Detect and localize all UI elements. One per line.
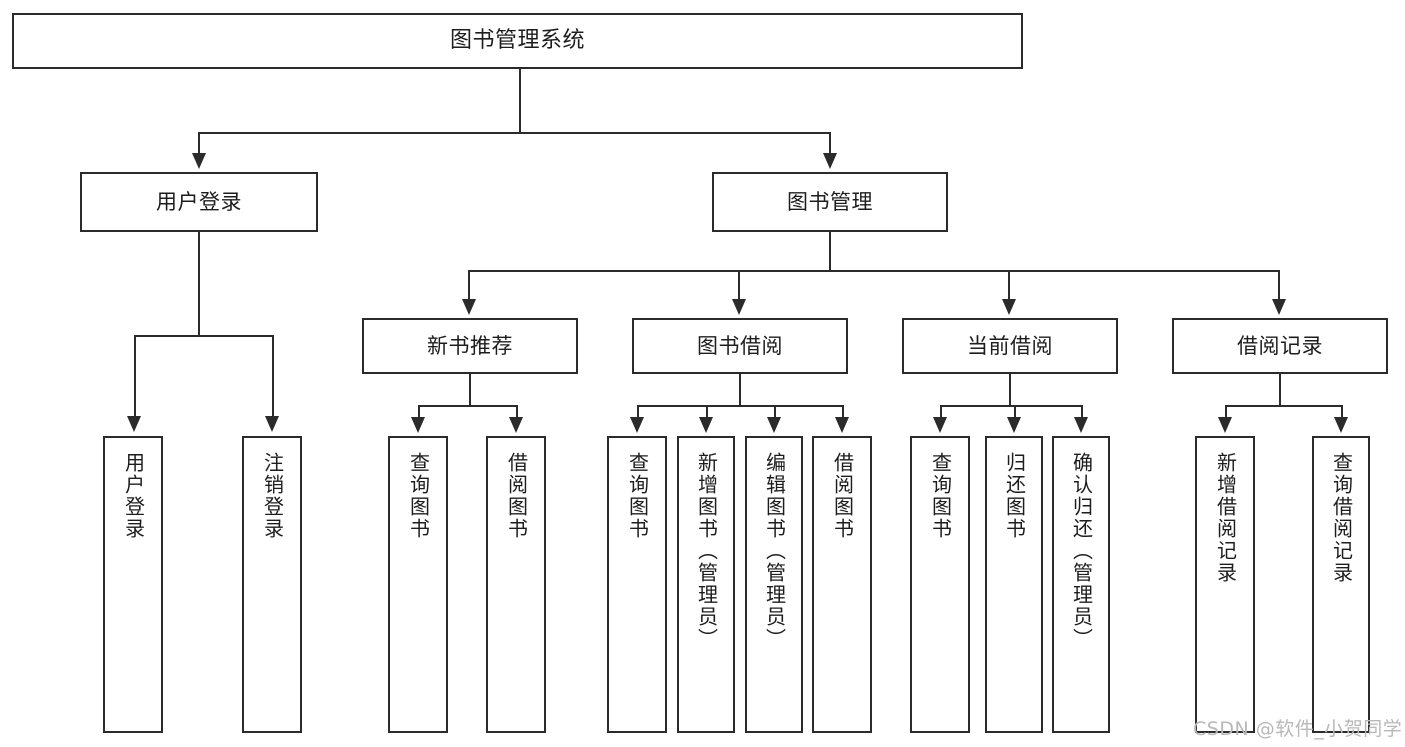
arrow-book-borrow-to-leaf4 bbox=[835, 417, 849, 433]
arrow-book-manage-to-current bbox=[1002, 299, 1016, 315]
connector-current-borrow-stem bbox=[1009, 374, 1011, 406]
connector-new-book-to-leaf1 bbox=[418, 405, 420, 418]
leaf-label: 新增图书（管理员） bbox=[694, 452, 719, 650]
connector-user-login-to-leaf1 bbox=[134, 335, 136, 417]
arrow-book-manage-to-record bbox=[1272, 299, 1286, 315]
leaf-label: 归还图书 bbox=[1002, 452, 1027, 540]
leaf-user-login[interactable]: 用户登录 bbox=[103, 436, 163, 733]
connector-current-borrow-to-leaf2 bbox=[1014, 405, 1016, 418]
leaf-borrow-book-recommend[interactable]: 借阅图书 bbox=[486, 436, 546, 733]
leaf-confirm-return-admin[interactable]: 确认归还（管理员） bbox=[1052, 436, 1110, 733]
leaf-query-borrow-record[interactable]: 查询借阅记录 bbox=[1312, 436, 1370, 733]
arrow-new-book-to-leaf2 bbox=[509, 417, 523, 433]
node-user-login[interactable]: 用户登录 bbox=[80, 172, 318, 232]
leaf-label: 借阅图书 bbox=[504, 452, 529, 540]
connector-borrow-record-bar bbox=[1225, 405, 1341, 407]
connector-current-borrow-to-leaf3 bbox=[1081, 405, 1083, 418]
arrow-current-borrow-to-leaf1 bbox=[933, 417, 947, 433]
connector-new-book-to-leaf2 bbox=[516, 405, 518, 418]
arrow-current-borrow-to-leaf3 bbox=[1074, 417, 1088, 433]
leaf-borrow-book[interactable]: 借阅图书 bbox=[812, 436, 872, 733]
connector-book-borrow-to-leaf4 bbox=[842, 405, 844, 418]
connector-book-manage-bar bbox=[468, 270, 1280, 272]
connector-book-borrow-to-leaf2 bbox=[706, 405, 708, 418]
leaf-label: 查询图书 bbox=[928, 452, 953, 540]
leaf-label: 用户登录 bbox=[121, 452, 146, 540]
node-new-book-recommend[interactable]: 新书推荐 bbox=[362, 318, 578, 374]
arrow-user-login-to-leaf1 bbox=[127, 416, 141, 432]
connector-book-borrow-to-leaf1 bbox=[637, 405, 639, 418]
arrow-root-to-book-manage bbox=[823, 153, 837, 169]
connector-book-borrow-to-leaf3 bbox=[774, 405, 776, 418]
connector-borrow-record-stem bbox=[1279, 374, 1281, 406]
node-label: 图书借阅 bbox=[697, 333, 783, 358]
arrow-current-borrow-to-leaf2 bbox=[1007, 417, 1021, 433]
arrow-borrow-record-to-leaf1 bbox=[1218, 417, 1232, 433]
leaf-label: 新增借阅记录 bbox=[1213, 452, 1238, 584]
leaf-label: 查询图书 bbox=[625, 452, 650, 540]
connector-borrow-record-to-leaf1 bbox=[1225, 405, 1227, 418]
connector-root-to-book-manage bbox=[829, 132, 831, 154]
node-book-borrow[interactable]: 图书借阅 bbox=[632, 318, 848, 374]
leaf-user-logout[interactable]: 注销登录 bbox=[242, 436, 302, 733]
leaf-label: 编辑图书（管理员） bbox=[762, 452, 787, 650]
arrow-new-book-to-leaf1 bbox=[411, 417, 425, 433]
connector-book-manage-to-record bbox=[1278, 270, 1280, 300]
connector-book-manage-to-current bbox=[1008, 270, 1010, 300]
csdn-watermark: CSDN @软件_小贺同学 bbox=[1193, 718, 1403, 740]
connector-new-book-bar bbox=[418, 405, 518, 407]
connector-root-bar bbox=[198, 132, 830, 134]
connector-user-login-stem bbox=[198, 232, 200, 336]
connector-book-manage-to-new-book bbox=[468, 270, 470, 300]
leaf-add-borrow-record[interactable]: 新增借阅记录 bbox=[1195, 436, 1255, 733]
node-current-borrow[interactable]: 当前借阅 bbox=[902, 318, 1118, 374]
node-label: 借阅记录 bbox=[1237, 333, 1323, 358]
node-book-manage[interactable]: 图书管理 bbox=[712, 172, 948, 232]
arrow-book-borrow-to-leaf2 bbox=[699, 417, 713, 433]
connector-current-borrow-to-leaf1 bbox=[940, 405, 942, 418]
connector-current-borrow-bar bbox=[940, 405, 1081, 407]
arrow-borrow-record-to-leaf2 bbox=[1334, 417, 1348, 433]
leaf-label: 注销登录 bbox=[260, 452, 285, 540]
arrow-book-manage-to-borrow bbox=[732, 299, 746, 315]
connector-borrow-record-to-leaf2 bbox=[1341, 405, 1343, 418]
leaf-return-book[interactable]: 归还图书 bbox=[985, 436, 1043, 733]
connector-user-login-to-leaf2 bbox=[272, 335, 274, 417]
leaf-query-book-recommend[interactable]: 查询图书 bbox=[388, 436, 448, 733]
leaf-add-book-admin[interactable]: 新增图书（管理员） bbox=[677, 436, 735, 733]
leaf-label: 查询借阅记录 bbox=[1329, 452, 1354, 584]
leaf-label: 确认归还（管理员） bbox=[1069, 452, 1094, 650]
node-label: 图书管理 bbox=[787, 189, 873, 214]
connector-root-stem bbox=[519, 69, 521, 133]
node-label: 新书推荐 bbox=[427, 333, 513, 358]
connector-new-book-stem bbox=[469, 374, 471, 406]
connector-root-to-user-login bbox=[198, 132, 200, 154]
connector-book-manage-to-borrow bbox=[738, 270, 740, 300]
connector-book-borrow-bar bbox=[637, 405, 842, 407]
arrow-book-borrow-to-leaf3 bbox=[767, 417, 781, 433]
leaf-edit-book-admin[interactable]: 编辑图书（管理员） bbox=[745, 436, 803, 733]
node-label: 图书管理系统 bbox=[449, 28, 585, 54]
node-label: 当前借阅 bbox=[967, 333, 1053, 358]
connector-user-login-bar bbox=[134, 335, 272, 337]
arrow-book-manage-to-new-book bbox=[462, 299, 476, 315]
leaf-query-book-current[interactable]: 查询图书 bbox=[910, 436, 970, 733]
node-borrow-record[interactable]: 借阅记录 bbox=[1172, 318, 1388, 374]
connector-book-borrow-stem bbox=[739, 374, 741, 406]
leaf-label: 查询图书 bbox=[406, 452, 431, 540]
node-label: 用户登录 bbox=[156, 189, 242, 214]
connector-book-manage-stem bbox=[829, 232, 831, 272]
arrow-user-login-to-leaf2 bbox=[265, 416, 279, 432]
arrow-book-borrow-to-leaf1 bbox=[630, 417, 644, 433]
node-root-system[interactable]: 图书管理系统 bbox=[12, 13, 1023, 69]
leaf-label: 借阅图书 bbox=[830, 452, 855, 540]
arrow-root-to-user-login bbox=[192, 153, 206, 169]
leaf-query-book-borrow[interactable]: 查询图书 bbox=[607, 436, 667, 733]
